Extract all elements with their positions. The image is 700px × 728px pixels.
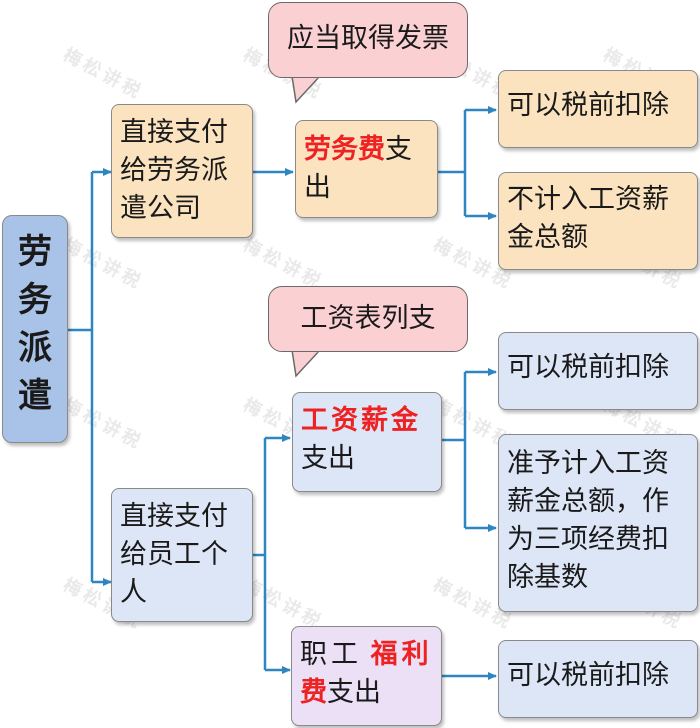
- callout-tail: [291, 75, 322, 104]
- salary-highlight: 工资薪金: [301, 405, 421, 436]
- salary-deductible-node: 可以税前扣除: [498, 332, 698, 410]
- welfare-deductible-node: 可以税前扣除: [498, 640, 698, 718]
- welfare-deductible-text: 可以税前扣除: [507, 660, 669, 691]
- welfare-node: 职工 福利费支出: [291, 626, 442, 726]
- invoice-callout: 应当取得发票: [268, 2, 468, 78]
- pay-agency-label: 直接支付给劳务派遣公司: [120, 117, 228, 224]
- labor-fee-excluded-node: 不计入工资薪金总额: [498, 172, 698, 270]
- pay-agency-node: 直接支付给劳务派遣公司: [111, 104, 253, 238]
- root-node: 劳务派遣: [2, 215, 68, 443]
- pay-employee-node: 直接支付给员工个人: [111, 488, 253, 622]
- labor-fee-deductible-node: 可以税前扣除: [498, 70, 698, 148]
- salary-deductible-text: 可以税前扣除: [507, 352, 669, 383]
- salary-base-node: 准予计入工资薪金总额，作为三项经费扣除基数: [498, 434, 698, 612]
- welfare-prefix: 职工: [300, 639, 362, 670]
- salary-node: 工资薪金支出: [292, 392, 442, 492]
- welfare-highlight: 福利: [370, 639, 433, 670]
- callout-tail: [291, 349, 322, 378]
- labor-fee-deductible-text: 可以税前扣除: [507, 90, 669, 121]
- welfare-rest: 支出: [327, 677, 381, 708]
- labor-fee-highlight: 劳务费: [304, 134, 385, 165]
- salary-base-text: 准予计入工资薪金总额，作为三项经费扣除基数: [507, 448, 669, 593]
- labor-fee-rest: 支出: [304, 134, 412, 203]
- salary-rest: 支出: [301, 443, 355, 474]
- payroll-callout-text: 工资表列支: [300, 303, 436, 334]
- labor-fee-excluded-text: 不计入工资薪金总额: [507, 184, 669, 253]
- root-label: 劳务派遣: [18, 232, 52, 416]
- labor-fee-node: 劳务费支出: [295, 120, 438, 218]
- pay-employee-label: 直接支付给员工个人: [120, 501, 228, 608]
- payroll-callout: 工资表列支: [268, 286, 468, 352]
- invoice-callout-text: 应当取得发票: [287, 23, 449, 54]
- welfare-highlight-fee: 费: [300, 677, 327, 708]
